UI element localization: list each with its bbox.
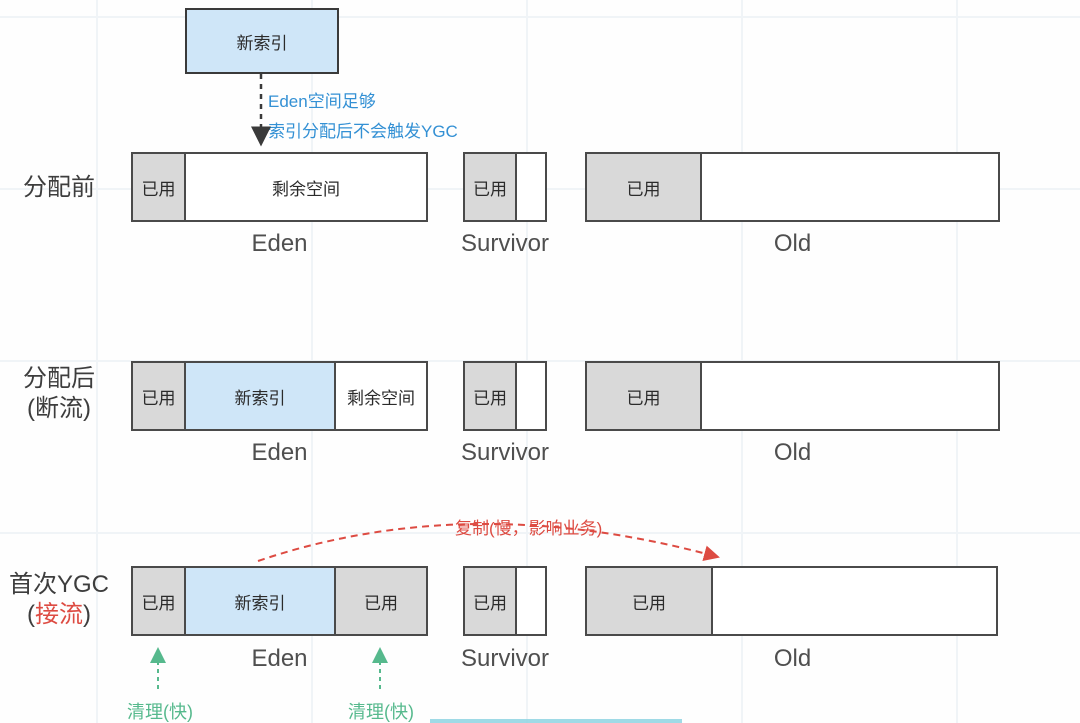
row1-survivor-used: 已用 xyxy=(463,152,517,222)
row3-label-red: 接流 xyxy=(35,601,83,628)
bottom-teal-line xyxy=(430,719,682,723)
row3-eden-caption: Eden xyxy=(251,645,308,672)
row3-paren-close: ) xyxy=(83,601,91,628)
row1-label-text: 分配前 xyxy=(23,174,95,201)
row3-eden-bar: 已用 新索引 已用 xyxy=(131,566,428,636)
row3-label-line2: (接流) xyxy=(0,600,118,630)
row1-survivor-free xyxy=(515,152,547,222)
copy-note: 复制(慢，影响业务) xyxy=(455,519,603,538)
row1-old-bar: 已用 xyxy=(585,152,1000,222)
row2-survivor-used: 已用 xyxy=(463,361,517,431)
row2-survivor-free xyxy=(515,361,547,431)
row1-survivor-caption: Survivor xyxy=(460,230,550,257)
row3-survivor-used: 已用 xyxy=(463,566,517,636)
row1-old-used: 已用 xyxy=(585,152,702,222)
clean-note-left: 清理(快) xyxy=(127,702,193,722)
new-index-box: 新索引 xyxy=(185,8,339,74)
row2-label-line2: (断流) xyxy=(27,395,91,422)
row3-old-used: 已用 xyxy=(585,566,713,636)
row2-label: 分配后 (断流) xyxy=(0,364,118,424)
alloc-note-line1: Eden空间足够 xyxy=(268,92,376,111)
row1-label: 分配前 xyxy=(0,173,118,203)
row2-eden-new-index: 新索引 xyxy=(184,361,336,431)
clean-note-right: 清理(快) xyxy=(348,702,414,722)
row2-old-used: 已用 xyxy=(585,361,702,431)
row3-paren-open: ( xyxy=(27,601,35,628)
row1-eden-bar: 已用 剩余空间 xyxy=(131,152,428,222)
row3-eden-used-right: 已用 xyxy=(334,566,428,636)
row2-old-caption: Old xyxy=(773,439,812,466)
row1-old-free xyxy=(700,152,1000,222)
row3-old-bar: 已用 xyxy=(585,566,1000,636)
row2-survivor-bar: 已用 xyxy=(463,361,547,431)
row2-eden-caption: Eden xyxy=(251,439,308,466)
row3-eden-used-left: 已用 xyxy=(131,566,186,636)
row2-eden-used: 已用 xyxy=(131,361,186,431)
row1-eden-free: 剩余空间 xyxy=(184,152,428,222)
row3-label: 首次YGC (接流) xyxy=(0,570,118,630)
alloc-note-line2: 索引分配后不会触发YGC xyxy=(268,122,458,141)
row2-survivor-caption: Survivor xyxy=(460,439,550,466)
row2-label-line1: 分配后 xyxy=(23,365,95,392)
row1-eden-caption: Eden xyxy=(251,230,308,257)
row3-survivor-caption: Survivor xyxy=(460,645,550,672)
row2-eden-free: 剩余空间 xyxy=(334,361,428,431)
row1-survivor-bar: 已用 xyxy=(463,152,547,222)
row3-old-caption: Old xyxy=(773,645,812,672)
row3-survivor-bar: 已用 xyxy=(463,566,547,636)
row2-old-bar: 已用 xyxy=(585,361,1000,431)
row3-eden-new-index: 新索引 xyxy=(184,566,336,636)
row1-old-caption: Old xyxy=(773,230,812,257)
row2-old-free xyxy=(700,361,1000,431)
new-index-label: 新索引 xyxy=(236,33,288,53)
row3-old-free xyxy=(711,566,998,636)
row1-eden-used: 已用 xyxy=(131,152,186,222)
row3-survivor-free xyxy=(515,566,547,636)
row2-eden-bar: 已用 新索引 剩余空间 xyxy=(131,361,428,431)
row3-label-line1: 首次YGC xyxy=(8,571,109,598)
